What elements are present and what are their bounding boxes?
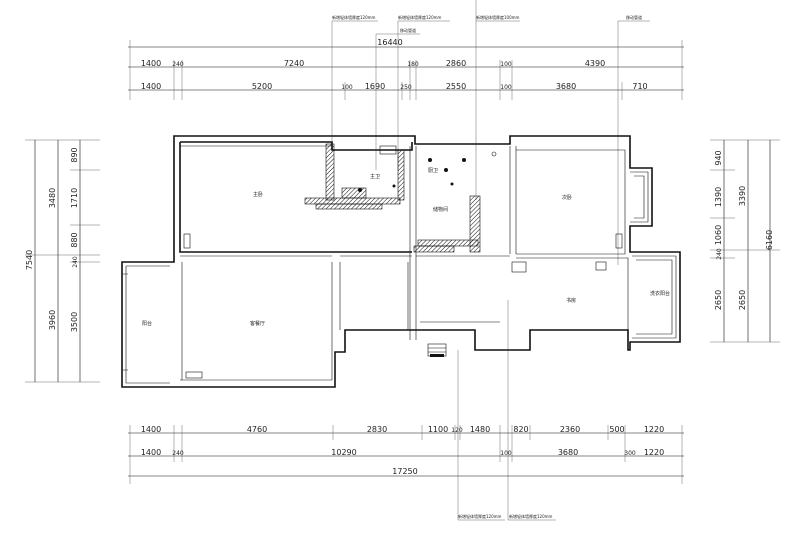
left-inner-3: 240 [72, 256, 79, 268]
walls [121, 135, 681, 388]
left-dimensions: 7540 3480 3960 890 1710 880 240 3500 [25, 139, 100, 383]
room-bath: 主卫 [370, 173, 380, 180]
left-outer-0: 3480 [48, 188, 57, 208]
top-r1-4: 2860 [446, 59, 466, 68]
left-inner-1: 1710 [70, 188, 79, 208]
bot-r2-2: 10290 [331, 448, 356, 457]
top-r1-5: 100 [500, 61, 512, 68]
room-second-bedroom: 次卧 [562, 194, 572, 201]
left-inner-0: 890 [70, 147, 79, 162]
right-inner-3: 240 [716, 248, 723, 260]
top-r1-2: 7240 [284, 59, 304, 68]
bot-r1-3: 1100 [428, 425, 448, 434]
top-r1-0: 1400 [141, 59, 161, 68]
bot-r1-2: 2830 [367, 425, 387, 434]
top-r2-6: 100 [500, 84, 512, 91]
bot-r1-1: 4760 [247, 425, 267, 434]
left-total: 7540 [25, 250, 34, 270]
left-inner-4: 3500 [70, 312, 79, 332]
top-r2-1: 5200 [252, 82, 272, 91]
bottom-callouts: 新增轻体墙厚度120mm 新增轻体墙厚度120mm [457, 300, 556, 521]
callout-wall-120-a: 新增轻体墙厚度120mm [332, 14, 376, 20]
callout-wall-100: 新增轻体墙厚度100mm [476, 14, 520, 20]
callout-bottom-b: 新增轻体墙厚度120mm [509, 513, 553, 519]
top-r2-5: 2550 [446, 82, 466, 91]
top-r2-2: 100 [341, 84, 353, 91]
top-r2-7: 3680 [556, 82, 576, 91]
bot-r2-1: 240 [172, 450, 184, 457]
room-storage: 储物间 [433, 206, 448, 213]
room-living-dining: 客餐厅 [250, 320, 265, 327]
bot-r1-4: 120 [451, 427, 463, 434]
bot-r2-3: 100 [500, 450, 512, 457]
top-total: 16440 [377, 38, 402, 47]
bot-r2-6: 1220 [644, 448, 664, 457]
bot-r2-0: 1400 [141, 448, 161, 457]
top-r2-8: 710 [632, 82, 647, 91]
callout-wall-120-b: 新增轻体墙厚度120mm [398, 14, 442, 20]
top-callouts: 新增轻体墙厚度120mm 新增轻体墙厚度120mm 新增轻体墙厚度100mm 移… [331, 0, 650, 265]
new-walls [304, 143, 481, 253]
right-dimensions: 6160 3390 2650 940 1390 1060 240 2650 [710, 139, 780, 343]
bot-r1-5: 1480 [470, 425, 490, 434]
room-balcony: 阳台 [142, 320, 152, 327]
callout-move-pipe-b: 移动管道 [626, 14, 642, 20]
fixtures [183, 145, 623, 379]
right-inner-4: 2650 [714, 290, 723, 310]
right-outer-0: 3390 [738, 186, 747, 206]
room-labels: 主卧 主卫 厨卫 次卧 储物间 阳台 客餐厅 书房 洗衣阳台 [142, 168, 670, 327]
right-inner-0: 940 [714, 150, 723, 165]
top-r1-6: 4390 [585, 59, 605, 68]
bot-r1-9: 1220 [644, 425, 664, 434]
right-inner-2: 1060 [714, 225, 723, 245]
callout-move-pipe-a: 移动管道 [400, 27, 416, 33]
room-master-bedroom: 主卧 [253, 191, 263, 198]
room-kitchen: 厨卫 [428, 168, 438, 174]
callout-bottom-a: 新增轻体墙厚度120mm [458, 513, 502, 519]
left-inner-2: 880 [70, 232, 79, 247]
bot-total: 17250 [392, 467, 417, 476]
right-inner-1: 1390 [714, 187, 723, 207]
room-study: 书房 [566, 297, 576, 304]
bot-r1-0: 1400 [141, 425, 161, 434]
bot-r2-5: 300 [624, 450, 636, 457]
top-r2-4: 250 [400, 84, 412, 91]
bot-r1-6: 820 [513, 425, 528, 434]
top-r1-3: 180 [407, 61, 419, 68]
bot-r2-4: 3680 [558, 448, 578, 457]
bottom-dimensions: 1400 4760 2830 1100 120 1480 820 2360 50… [128, 425, 684, 484]
bot-r1-8: 500 [609, 425, 624, 434]
right-outer-1: 2650 [738, 290, 747, 310]
right-total: 6160 [765, 230, 774, 250]
top-r2-0: 1400 [141, 82, 161, 91]
top-r1-1: 240 [172, 61, 184, 68]
bot-r1-7: 2360 [560, 425, 580, 434]
left-outer-1: 3960 [48, 310, 57, 330]
top-r2-3: 1690 [365, 82, 385, 91]
room-laundry-balcony: 洗衣阳台 [650, 290, 670, 297]
top-dimensions: 16440 1400 240 7240 180 2860 100 4390 14… [128, 38, 684, 100]
